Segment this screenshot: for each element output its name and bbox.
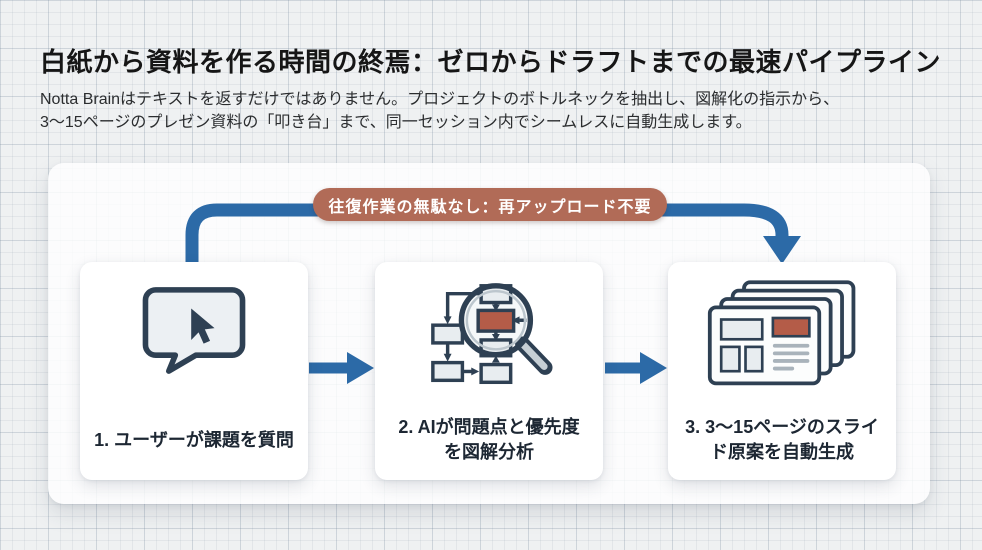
- loop-badge: 往復作業の無駄なし：再アップロード不要: [313, 188, 667, 221]
- arrow-right-icon: [605, 352, 667, 384]
- flow-panel: 1. ユーザーが課題を質問: [48, 163, 930, 504]
- step-label-3: 3. 3〜15ページのスライ ド原案を自動生成: [685, 417, 879, 462]
- step-label-1: 1. ユーザーが課題を質問: [94, 429, 294, 450]
- subtitle-line-1: Notta Brainはテキストを返すだけではありません。プロジェクトのボトルネ…: [40, 91, 840, 108]
- step-label-2: 2. AIが問題点と優先度 を図解分析: [398, 417, 580, 462]
- slides-stack-icon: [668, 280, 896, 394]
- page-title: 白紙から資料を作る時間の終焉：ゼロからドラフトまでの最速パイプライン: [40, 47, 942, 77]
- step-card-1: 1. ユーザーが課題を質問: [80, 262, 308, 480]
- step-card-2: 2. AIが問題点と優先度 を図解分析: [375, 262, 603, 480]
- step-card-3: 3. 3〜15ページのスライ ド原案を自動生成: [668, 262, 896, 480]
- page-subtitle: Notta Brainはテキストを返すだけではありません。プロジェクトのボトルネ…: [40, 88, 960, 134]
- subtitle-line-2: 3〜15ページのプレゼン資料の「叩き台」まで、同一セッション内でシームレスに自動…: [40, 114, 752, 131]
- magnifier-flowchart-icon: [375, 276, 603, 398]
- chat-bubble-cursor-icon: [80, 282, 308, 378]
- arrow-right-icon: [309, 352, 374, 384]
